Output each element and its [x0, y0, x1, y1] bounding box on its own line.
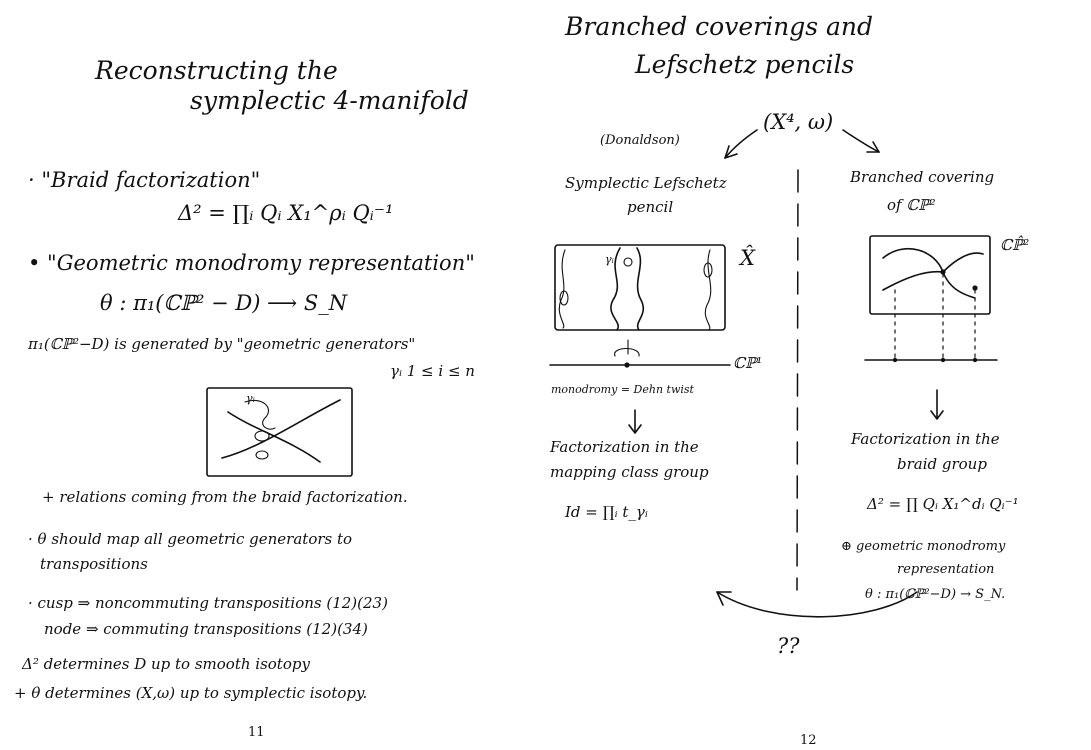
- right-page: Branched coverings and Lefschetz pencils…: [545, 0, 1091, 750]
- page-number-left: 11: [248, 725, 265, 740]
- cp-hat-label: ℂℙ̂²: [1000, 236, 1030, 254]
- center-manifold: (X⁴, ω): [763, 110, 834, 134]
- braid-group-line-1: Factorization in the: [851, 430, 1000, 448]
- arrow-to-covering: [842, 129, 880, 153]
- fiber-2: [704, 249, 712, 331]
- generators-sketch: [206, 387, 353, 477]
- arrow-down-left-head: [628, 424, 642, 434]
- singular-fiber-b: [636, 247, 645, 331]
- cusp-point: [972, 285, 978, 291]
- fiber-1: [558, 249, 566, 329]
- loop-circle-2: [255, 450, 269, 460]
- left-page: Reconstructing the symplectic 4-manifold…: [0, 0, 540, 750]
- mcg-formula: Id = ∏ᵢ t_γᵢ: [565, 503, 648, 521]
- branch-curve-a: [882, 248, 976, 299]
- mcg-line-1: Factorization in the: [550, 438, 699, 456]
- base-point-3: [972, 357, 978, 363]
- braid-factorization-formula: Δ² = ∏ᵢ Qᵢ X₁^ρᵢ Qᵢ⁻¹: [178, 201, 394, 225]
- lefschetz-label-2: pencil: [627, 198, 674, 216]
- gamma-label: γᵢ: [605, 253, 614, 266]
- curved-arrow-head: [716, 591, 732, 606]
- theta-should-line-1: · θ should map all geometric generators …: [28, 530, 353, 548]
- cp1-label: ℂℙ¹: [733, 354, 763, 372]
- arrow-head-right: [866, 141, 880, 153]
- cusp-line: · cusp ⇒ noncommuting transpositions (12…: [28, 594, 388, 612]
- loop-circle-1: [254, 430, 270, 442]
- braid-group-formula: Δ² = ∏ Qᵢ X₁^dᵢ Qᵢ⁻¹: [867, 495, 1019, 513]
- monodromy-loop: [614, 347, 640, 357]
- pencil-frame: [554, 244, 726, 331]
- monodromy-heading: • "Geometric monodromy representation": [28, 251, 475, 275]
- relations-text: + relations coming from the braid factor…: [42, 488, 408, 506]
- sketch-gamma-label: γᵢ: [246, 392, 255, 405]
- plus-monodromy-line-2: representation: [897, 562, 995, 577]
- monodromy-note: monodromy = Dehn twist: [551, 383, 694, 396]
- right-title-line-1: Branched coverings and: [565, 12, 873, 41]
- generator-loop: [244, 400, 276, 430]
- theta-should-line-2: transpositions: [40, 555, 148, 573]
- handle-left: [559, 290, 569, 306]
- sketch-frame: [206, 387, 353, 477]
- mcg-line-2: mapping class group: [550, 463, 709, 481]
- node-point: [940, 269, 946, 275]
- theta-formula-right: θ : π₁(ℂℙ²−D) → S_N.: [865, 587, 1006, 602]
- arrow-to-lefschetz: [724, 129, 758, 159]
- page-number-right: 12: [800, 733, 817, 748]
- right-title-line-2: Lefschetz pencils: [635, 50, 855, 79]
- lefschetz-label-1: Symplectic Lefschetz: [565, 174, 727, 192]
- title-line-2: symplectic 4-manifold: [190, 86, 469, 115]
- donaldson-label: (Donaldson): [600, 133, 680, 148]
- braid-group-line-2: braid group: [897, 455, 987, 473]
- question-marks: ??: [777, 634, 800, 658]
- base-point-2: [940, 357, 946, 363]
- covering-label-2: of ℂℙ²: [887, 196, 936, 214]
- plus-monodromy-line-1: ⊕ geometric monodromy: [841, 539, 1006, 554]
- curved-arrow: [716, 591, 918, 618]
- singular-fiber-a: [610, 247, 621, 331]
- base-point-1: [892, 357, 898, 363]
- vanishing-cycle: [623, 257, 633, 267]
- covering-frame: [869, 235, 991, 315]
- arrow-head-left: [724, 145, 738, 159]
- branch-curve-2: [227, 411, 321, 463]
- generated-by-text: π₁(ℂℙ²−D) is generated by "geometric gen…: [28, 335, 416, 353]
- right-diagram: [549, 129, 998, 618]
- determines-line-2: + θ determines (X,ω) up to symplectic is…: [14, 684, 368, 702]
- generator-range: γᵢ 1 ≤ i ≤ n: [390, 362, 475, 380]
- arrow-down-right-head: [930, 410, 944, 420]
- node-line: node ⇒ commuting transpositions (12)(34): [44, 620, 368, 638]
- braid-factorization-heading: · "Braid factorization": [28, 168, 261, 192]
- separator-line: [796, 169, 799, 591]
- critical-value-point: [624, 362, 630, 368]
- determines-line-1: Δ² determines D up to smooth isotopy: [22, 655, 310, 673]
- title-line-1: Reconstructing the: [95, 56, 338, 85]
- branch-curve-1: [221, 399, 341, 459]
- covering-label-1: Branched covering: [850, 168, 995, 186]
- theta-map: θ : π₁(ℂℙ² − D) ⟶ S_N: [100, 291, 348, 315]
- handle-right: [703, 262, 713, 278]
- x-hat-label: X̂: [740, 246, 755, 270]
